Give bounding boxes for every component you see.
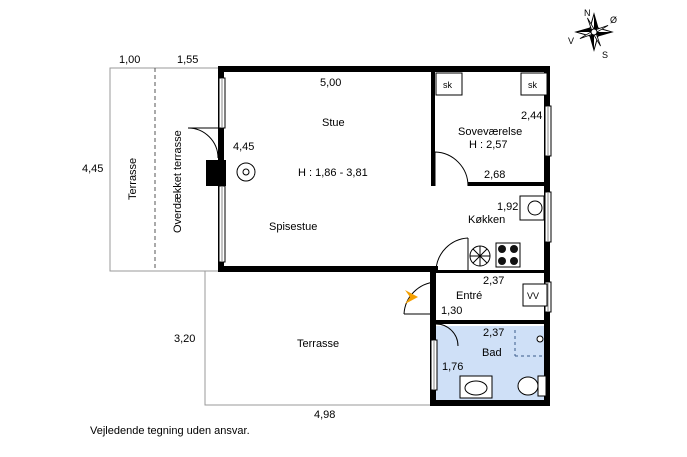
closet-2 <box>520 72 548 96</box>
room-dining: Spisestue <box>269 221 317 233</box>
terrace-bottom-area <box>204 270 433 406</box>
fireplace <box>206 160 226 186</box>
dim-kitchen-width: 1,92 <box>497 201 518 213</box>
room-entry: Entré <box>456 290 482 302</box>
dim-terrace-height: 4,45 <box>82 163 103 175</box>
compass-north: N <box>584 8 591 18</box>
disclaimer-text: Vejledende tegning uden ansvar. <box>90 425 250 437</box>
room-living: Stue <box>322 117 345 129</box>
laundry-label: VV <box>527 291 539 301</box>
dim-top-terrace-left: 1,00 <box>119 54 140 66</box>
dim-fireplace-depth: 4,45 <box>233 141 254 153</box>
dim-bottom-terrace-depth: 3,20 <box>174 333 195 345</box>
closet-1 <box>435 72 463 96</box>
room-terrace-left: Terrasse <box>127 158 139 200</box>
toilet-tank <box>537 375 547 397</box>
compass-west: V <box>568 36 574 46</box>
dim-bath-width: 2,37 <box>483 327 504 339</box>
room-bedroom-height: H : 2,57 <box>469 139 508 151</box>
windows <box>218 77 552 391</box>
terrace-left-area <box>109 67 222 272</box>
closet-label-1: sk <box>443 80 453 90</box>
room-labels: Terrasse Overdækket terrasse Stue H : 1,… <box>127 80 539 359</box>
entry-arrow-icon <box>405 290 418 304</box>
room-bedroom: Soveværelse <box>458 126 522 138</box>
shower-head-icon <box>536 335 544 343</box>
door-swings <box>187 127 469 347</box>
dim-living-width: 5,00 <box>320 77 341 89</box>
dim-entry-depth: 1,30 <box>441 305 462 317</box>
room-terrace-bottom: Terrasse <box>297 338 339 350</box>
room-kitchen: Køkken <box>468 214 505 226</box>
toilet-icon <box>517 376 539 396</box>
dim-bedroom-depth: 2,68 <box>484 169 505 181</box>
compass-east: Ø <box>610 15 617 25</box>
compass-rose: N Ø S V <box>568 8 617 60</box>
dim-total-width: 4,98 <box>314 409 335 421</box>
dim-bedroom-width: 2,44 <box>521 110 542 122</box>
fixtures <box>236 72 548 399</box>
dim-bath-depth: 1,76 <box>442 361 463 373</box>
room-living-height: H : 1,86 - 3,81 <box>298 167 368 179</box>
dim-entry-width: 2,37 <box>483 275 504 287</box>
dim-top-terrace-right: 1,55 <box>177 54 198 66</box>
closet-label-2: sk <box>528 80 538 90</box>
laundry-box <box>522 283 548 307</box>
room-covered-terrace: Overdækket terrasse <box>172 130 184 233</box>
room-bath: Bad <box>482 347 502 359</box>
compass-south: S <box>602 50 608 60</box>
dimension-labels: 1,00 1,55 4,45 5,00 4,45 2,44 2,68 1,92 … <box>82 54 542 421</box>
